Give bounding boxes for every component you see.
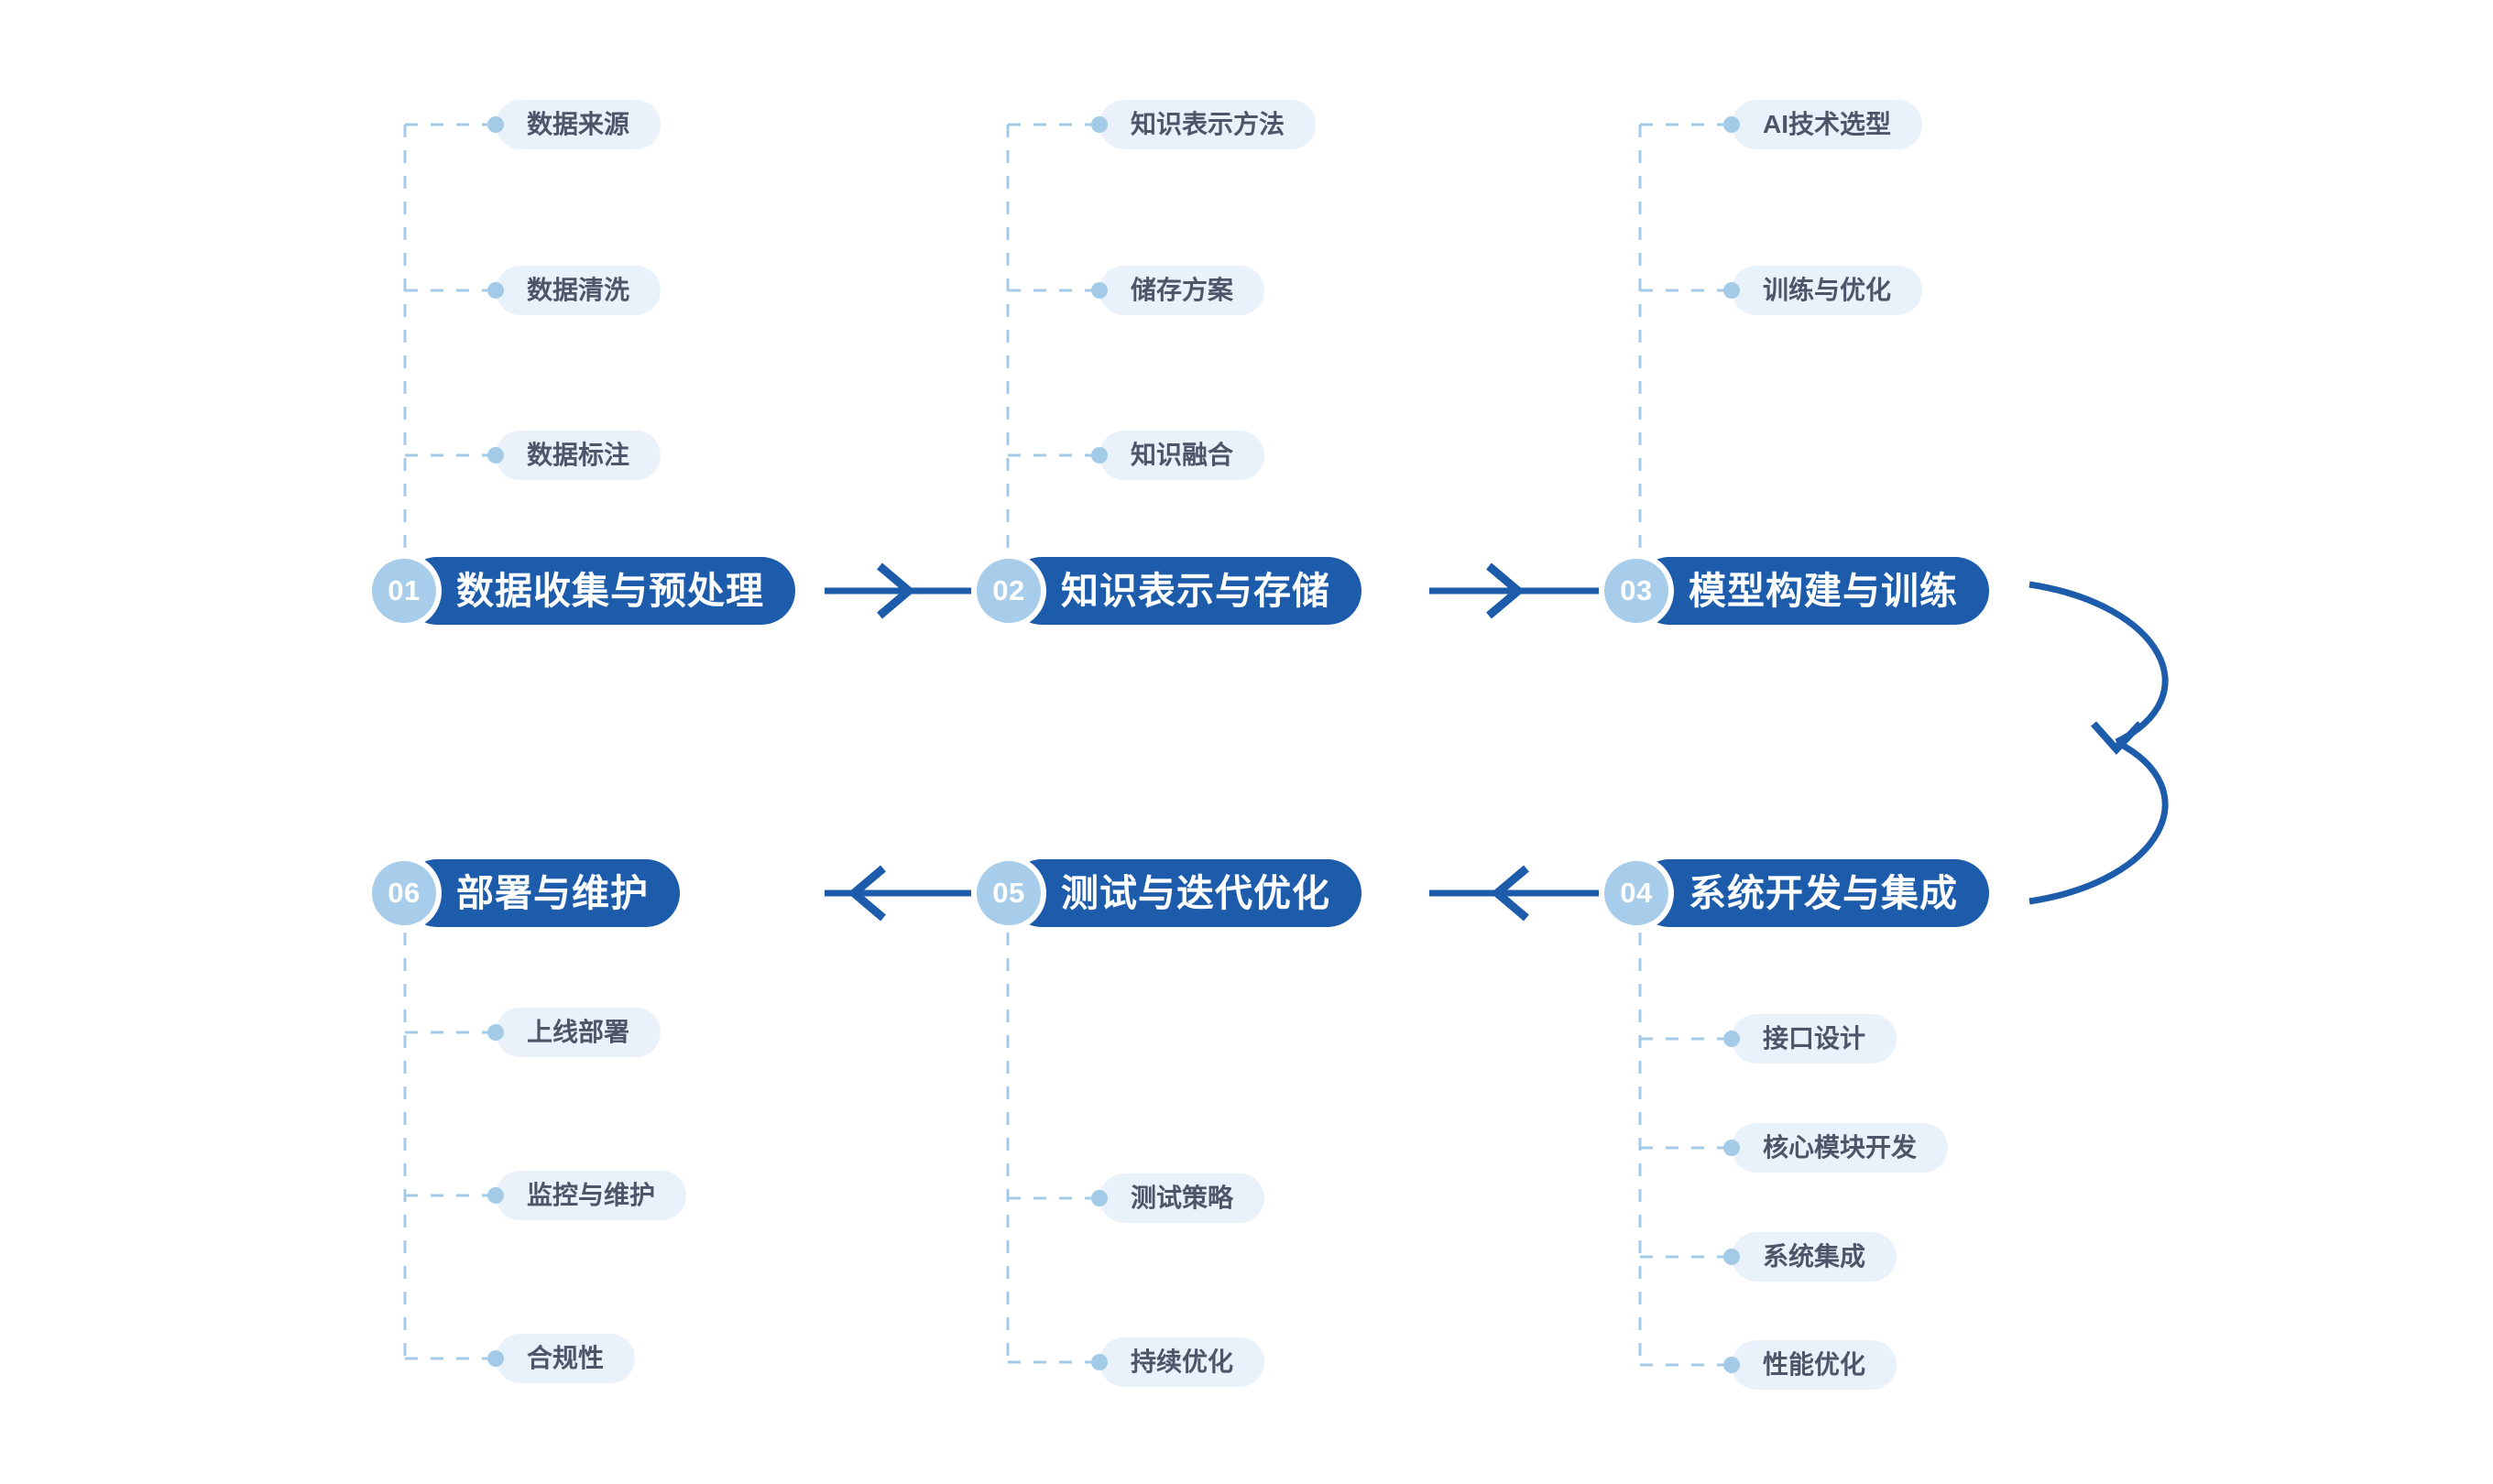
subitem-label: 知识融合 xyxy=(1131,441,1234,469)
stage-bar-04[interactable]: 系统开发与集成 xyxy=(1635,859,1989,927)
branch-dot xyxy=(1091,282,1108,299)
subitem-label: 系统集成 xyxy=(1763,1242,1866,1271)
subitem-pill[interactable]: 数据来源 xyxy=(496,100,662,149)
branch-lines-06 xyxy=(403,933,496,1360)
subitem-label: 接口设计 xyxy=(1763,1024,1866,1053)
stage-bar-01[interactable]: 数据收集与预处理 xyxy=(403,557,795,625)
stage-label-05: 测试与迭代优化 xyxy=(1061,871,1330,914)
stage-number-badge-02: 02 xyxy=(971,553,1046,628)
branch-dot xyxy=(487,1187,504,1204)
stage-bar-05[interactable]: 测试与迭代优化 xyxy=(1008,859,1361,927)
branch-lines-04 xyxy=(1638,933,1732,1367)
flow-arrow-02-to-03 xyxy=(1429,562,1599,619)
subitem-pill[interactable]: 合规性 xyxy=(496,1334,636,1383)
stage-bar-06[interactable]: 部署与维护 xyxy=(403,859,680,927)
stage-bar-03[interactable]: 模型构建与训练 xyxy=(1635,557,1989,625)
stage-number-05: 05 xyxy=(992,877,1025,909)
subitem-pill[interactable]: 上线部署 xyxy=(496,1008,662,1057)
subitem-pill[interactable]: 数据标注 xyxy=(496,431,662,480)
subitem-pill[interactable]: 储存方案 xyxy=(1099,266,1265,315)
subitem-pill[interactable]: 持续优化 xyxy=(1099,1337,1265,1387)
stage-number-badge-06: 06 xyxy=(366,856,442,931)
stage-label-04: 系统开发与集成 xyxy=(1689,871,1958,914)
subitem-label: 合规性 xyxy=(527,1344,605,1372)
branch-dot xyxy=(487,282,504,299)
branch-dot xyxy=(487,1024,504,1041)
subitem-label: 储存方案 xyxy=(1131,276,1234,304)
branch-dot xyxy=(1723,1031,1740,1047)
branch-dot xyxy=(1091,1354,1108,1370)
subitem-label: 性能优化 xyxy=(1763,1350,1866,1379)
branch-dot xyxy=(1723,1357,1740,1373)
stage-label-02: 知识表示与存储 xyxy=(1061,569,1330,612)
branch-dot xyxy=(487,1350,504,1367)
branch-lines-03 xyxy=(1638,123,1732,550)
branch-dot xyxy=(1723,1249,1740,1265)
stage-number-badge-04: 04 xyxy=(1599,856,1674,931)
subitem-pill[interactable]: 系统集成 xyxy=(1732,1232,1897,1282)
flow-arrow-04-to-05 xyxy=(1429,865,1599,922)
flow-arrow-05-to-06 xyxy=(825,865,971,922)
stage-number-badge-05: 05 xyxy=(971,856,1046,931)
branch-dot xyxy=(1723,116,1740,133)
branch-dot xyxy=(487,116,504,133)
branch-lines-05 xyxy=(1006,933,1099,1364)
subitem-label: 持续优化 xyxy=(1131,1348,1234,1376)
stage-label-01: 数据收集与预处理 xyxy=(456,569,764,612)
subitem-pill[interactable]: 核心模块开发 xyxy=(1732,1123,1949,1173)
flow-arrow-01-to-02 xyxy=(825,562,971,619)
subitem-pill[interactable]: 数据清洗 xyxy=(496,266,662,315)
subitem-label: 数据清洗 xyxy=(527,276,630,304)
subitem-label: 测试策略 xyxy=(1131,1184,1234,1212)
branch-dot xyxy=(1091,116,1108,133)
branch-lines-01 xyxy=(403,123,496,550)
stage-number-02: 02 xyxy=(992,574,1025,606)
branch-dot xyxy=(1091,447,1108,464)
stage-number-badge-03: 03 xyxy=(1599,553,1674,628)
subitem-pill[interactable]: 知识融合 xyxy=(1099,431,1265,480)
subitem-label: 上线部署 xyxy=(527,1018,630,1046)
branch-dot xyxy=(1723,282,1740,299)
subitem-label: 数据标注 xyxy=(527,441,630,469)
subitem-pill[interactable]: 测试策略 xyxy=(1099,1173,1265,1223)
subitem-pill[interactable]: AI技术选型 xyxy=(1732,100,1923,149)
stage-label-06: 部署与维护 xyxy=(456,871,649,914)
branch-lines-02 xyxy=(1006,123,1099,550)
branch-dot xyxy=(1723,1140,1740,1156)
stage-label-03: 模型构建与训练 xyxy=(1689,569,1958,612)
subitem-label: 训练与优化 xyxy=(1763,276,1892,304)
branch-dot xyxy=(487,447,504,464)
subitem-label: 数据来源 xyxy=(527,110,630,138)
stage-bar-02[interactable]: 知识表示与存储 xyxy=(1008,557,1361,625)
subitem-pill[interactable]: 监控与维护 xyxy=(496,1171,687,1220)
stage-number-01: 01 xyxy=(388,574,421,606)
stage-number-badge-01: 01 xyxy=(366,553,442,628)
subitem-pill[interactable]: 知识表示方法 xyxy=(1099,100,1317,149)
branch-dot xyxy=(1091,1190,1108,1206)
stage-number-03: 03 xyxy=(1620,574,1653,606)
subitem-label: AI技术选型 xyxy=(1763,110,1892,138)
subitem-pill[interactable]: 接口设计 xyxy=(1732,1014,1897,1064)
subitem-label: 知识表示方法 xyxy=(1131,110,1285,138)
subitem-pill[interactable]: 性能优化 xyxy=(1732,1340,1897,1390)
subitem-label: 核心模块开发 xyxy=(1763,1133,1918,1162)
subitem-label: 监控与维护 xyxy=(527,1181,656,1209)
subitem-pill[interactable]: 训练与优化 xyxy=(1732,266,1923,315)
stage-number-04: 04 xyxy=(1620,877,1653,909)
stage-number-06: 06 xyxy=(388,877,421,909)
flow-arrow-03-to-04-curve xyxy=(2028,581,2169,905)
